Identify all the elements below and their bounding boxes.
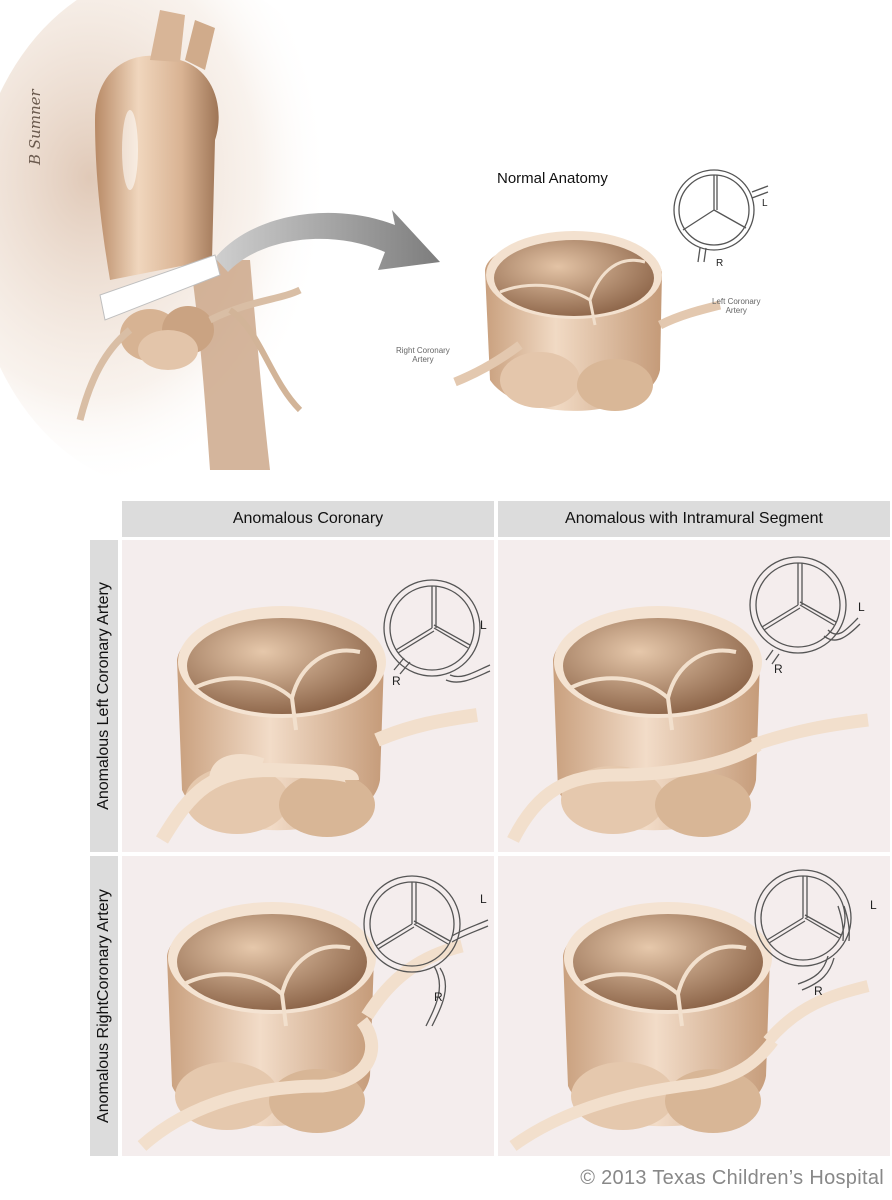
aortic-root-drawing: [507, 556, 869, 843]
schematic-label-l: L: [762, 198, 768, 209]
normal-aortic-root: [453, 231, 722, 411]
aortic-root-drawing: [509, 869, 870, 1151]
schematic-label-l: L: [480, 892, 487, 906]
row-header-left-coronary: Anomalous Left Coronary Artery: [90, 540, 118, 852]
row-header-right-coronary: Anomalous RightCoronary Artery: [90, 856, 118, 1156]
column-header-intramural: Anomalous with Intramural Segment: [498, 501, 890, 537]
panel-left-intramural: [498, 540, 890, 852]
panel-right-anomalous-coronary: [122, 856, 494, 1156]
schematic-label-r: R: [434, 990, 443, 1004]
copyright-notice: © 2013 Texas Children’s Hospital: [580, 1167, 884, 1189]
panel-right-intramural: [498, 856, 890, 1156]
schematic-label-r: R: [392, 674, 401, 688]
schematic-label-r: R: [814, 984, 823, 998]
schematic-label-r: R: [716, 258, 724, 269]
schematic-label-r: R: [774, 662, 783, 676]
aortic-root-drawing: [155, 579, 491, 844]
schematic-label-l: L: [858, 600, 865, 614]
normal-anatomy-title: Normal Anatomy: [497, 170, 608, 187]
panel-left-anomalous-coronary: [122, 540, 494, 852]
column-header-anomalous-coronary: Anomalous Coronary: [122, 501, 494, 537]
schematic-label-l: L: [480, 618, 487, 632]
schematic-label-l: L: [870, 898, 877, 912]
aortic-root-drawing: [137, 875, 489, 1151]
normal-valve-schematic: [673, 169, 769, 263]
artist-signature: B Sumner: [26, 89, 44, 165]
aortic-arch-illustration: [0, 0, 769, 490]
